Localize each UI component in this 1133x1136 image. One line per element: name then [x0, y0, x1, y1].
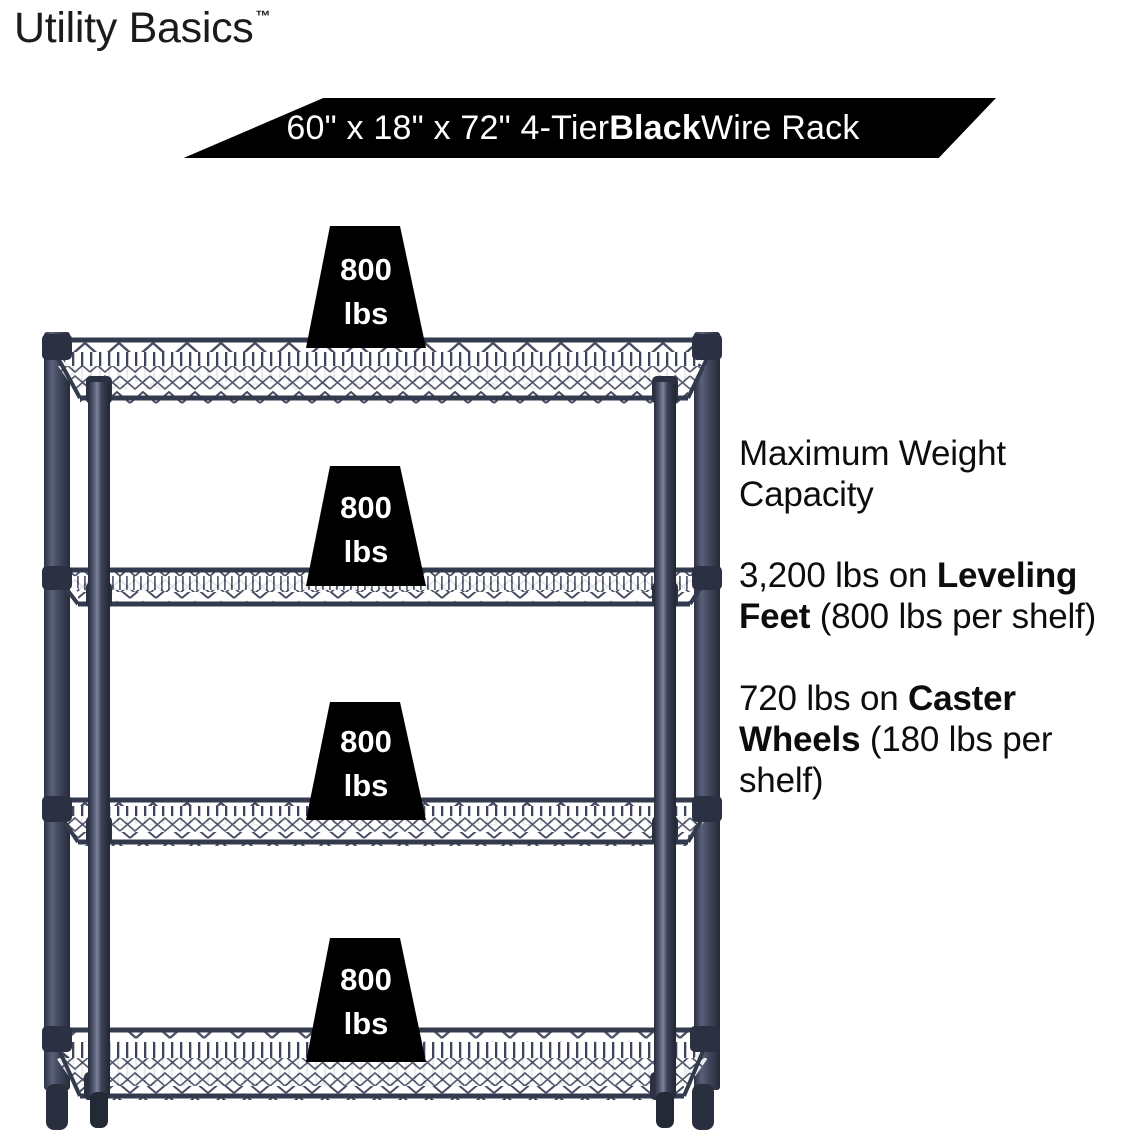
capacity-copy-block: Maximum Weight Capacity 3,200 lbs on Lev…	[739, 434, 1129, 802]
capacity-paragraph-leveling-feet: 3,200 lbs on Leveling Feet (800 lbs per …	[739, 556, 1129, 638]
banner-background-shape	[183, 98, 996, 158]
product-title-banner: 60" x 18" x 72" 4-Tier Black Wire Rack	[128, 98, 996, 158]
badge-value-2: 800	[340, 490, 392, 525]
brand-logo: Utility Basics ™	[14, 4, 271, 53]
banner-title-bold: Black	[609, 108, 701, 147]
badge-unit-2: lbs	[344, 534, 389, 569]
caster-lead: 720 lbs on	[739, 679, 909, 719]
leveling-feet	[46, 1084, 714, 1130]
trademark-symbol: ™	[255, 8, 272, 25]
capacity-heading: Maximum Weight Capacity	[739, 434, 1006, 514]
brand-name: Utility Basics	[14, 4, 254, 52]
leveling-lead: 3,200 lbs on	[739, 556, 937, 596]
badge-value-1: 800	[340, 252, 392, 287]
shelf-tier-1	[42, 334, 722, 404]
rack-back-posts	[44, 332, 720, 1090]
caster-tail: (180 lbs per shelf)	[739, 720, 1053, 800]
capacity-badge-tier-3: 800 lbs	[306, 702, 426, 820]
banner-title-prefix: 60" x 18" x 72" 4-Tier	[286, 108, 610, 147]
badge-value-4: 800	[340, 962, 392, 997]
leveling-bold: Leveling Feet	[739, 556, 1078, 637]
rack-front-posts	[88, 382, 676, 1096]
badge-unit-4: lbs	[344, 1006, 389, 1041]
banner-title-suffix: Wire Rack	[700, 108, 860, 147]
capacity-paragraph-caster-wheels: 720 lbs on Caster Wheels (180 lbs per sh…	[739, 679, 1129, 802]
badge-value-3: 800	[340, 724, 392, 759]
wire-rack-illustration: 800 lbs 800 lbs 800 lbs 800 lbs	[42, 226, 722, 1130]
capacity-badge-tier-2: 800 lbs	[306, 466, 426, 586]
banner-title-text: 60" x 18" x 72" 4-Tier Black Wire Rack	[128, 98, 996, 158]
leveling-tail: (800 lbs per shelf)	[810, 597, 1097, 637]
caster-bold: Caster Wheels	[739, 679, 1016, 759]
capacity-badge-tier-1: 800 lbs	[306, 226, 426, 348]
capacity-badge-tier-4: 800 lbs	[306, 938, 426, 1062]
badge-unit-1: lbs	[344, 296, 389, 331]
badge-unit-3: lbs	[344, 768, 389, 803]
